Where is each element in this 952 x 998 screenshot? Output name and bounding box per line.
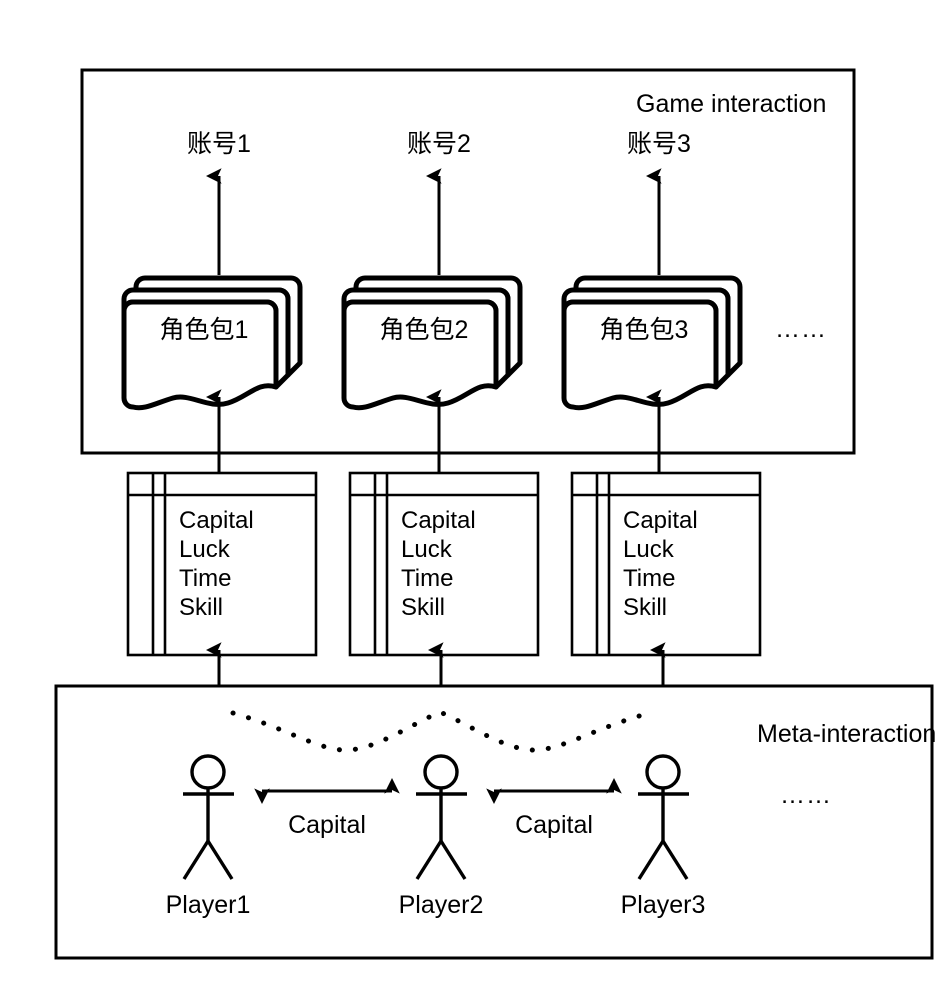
player-figure-2: Player2 (399, 754, 484, 919)
player-figure-3: Player3 (621, 754, 706, 919)
account-label-1: 账号1 (187, 130, 251, 158)
player-head-icon (423, 754, 459, 790)
player-leg-left (182, 840, 210, 880)
attribute-row-time: Time (179, 565, 231, 592)
player-leg-right (206, 840, 234, 880)
capital-arrow-label-1: Capital (288, 811, 366, 839)
table-outline (348, 471, 540, 657)
table-outline (570, 471, 762, 657)
role-package-label-1: 角色包1 (160, 316, 249, 344)
attribute-table-3: Capital Luck Time Skill (570, 471, 762, 657)
attribute-row-time: Time (401, 565, 453, 592)
attribute-row-capital: Capital (623, 507, 698, 534)
attribute-row-luck: Luck (179, 536, 231, 563)
meta-interaction-label: Meta-interaction (757, 720, 936, 748)
attribute-row-luck: Luck (623, 536, 675, 563)
role-package-stack-2: 角色包2 (341, 275, 523, 411)
player-label-2: Player2 (399, 891, 484, 919)
role-package-stack-1: 角色包1 (121, 275, 303, 411)
account-label-3: 账号3 (627, 130, 691, 158)
game-interaction-label: Game interaction (636, 90, 826, 118)
attribute-row-skill: Skill (401, 594, 445, 621)
capital-arrow-label-2: Capital (515, 811, 593, 839)
player-head-icon (190, 754, 226, 790)
role-package-stack-3: 角色包3 (561, 275, 743, 411)
meta-interaction-frame (54, 684, 934, 960)
account-label-2: 账号2 (407, 130, 471, 158)
attribute-row-time: Time (623, 565, 675, 592)
player-relation-dotted-curve (230, 709, 653, 753)
capital-exchange-1: Capital (254, 778, 400, 839)
player-leg-left (637, 840, 665, 880)
meta-ellipsis: …… (780, 781, 832, 809)
table-outline (126, 471, 318, 657)
attribute-table-2: Capital Luck Time Skill (348, 471, 540, 657)
attribute-row-luck: Luck (401, 536, 453, 563)
player-leg-right (661, 840, 689, 880)
game-ellipsis: …… (775, 315, 827, 343)
role-package-label-3: 角色包3 (600, 316, 689, 344)
player-leg-right (439, 840, 467, 880)
player-figure-1: Player1 (166, 754, 251, 919)
player-label-3: Player3 (621, 891, 706, 919)
attribute-row-capital: Capital (179, 507, 254, 534)
doc-front (561, 299, 719, 411)
attribute-row-capital: Capital (401, 507, 476, 534)
player-label-1: Player1 (166, 891, 251, 919)
attribute-row-skill: Skill (623, 594, 667, 621)
doc-front (121, 299, 279, 411)
doc-front (341, 299, 499, 411)
player-head-icon (645, 754, 681, 790)
capital-exchange-2: Capital (486, 778, 622, 839)
player-leg-left (415, 840, 443, 880)
attribute-table-1: Capital Luck Time Skill (126, 471, 318, 657)
attribute-row-skill: Skill (179, 594, 223, 621)
role-package-label-2: 角色包2 (380, 316, 469, 344)
